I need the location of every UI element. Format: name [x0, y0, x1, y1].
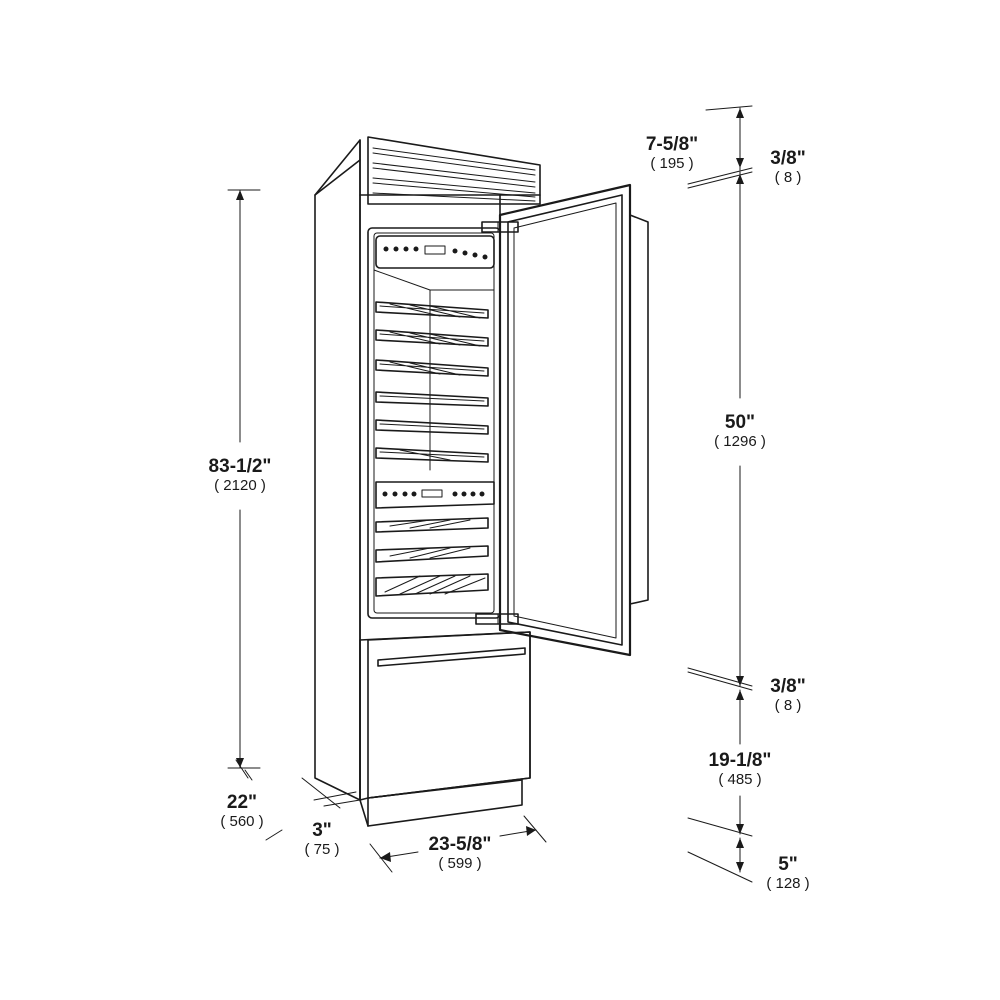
wine-compartment — [367, 227, 501, 619]
mid-gap-label: 3/8" ( 8 ) — [770, 676, 805, 715]
width-dimension — [369, 815, 547, 873]
door-height-metric: ( 1296 ) — [714, 433, 766, 450]
mid-gap-metric: ( 8 ) — [774, 697, 802, 714]
toe-kick — [359, 779, 523, 827]
toe-kick-depth-label: 3" ( 75 ) — [304, 820, 339, 859]
lower-wine-racks — [375, 517, 489, 597]
toe-kick-depth-imperial: 3" — [312, 820, 332, 841]
top-grille-label: 7-5/8" ( 195 ) — [646, 134, 698, 173]
depth-dimension — [235, 759, 283, 841]
toe-kick-depth-dimension — [301, 777, 361, 809]
overall-height-label: 83-1/2" ( 2120 ) — [209, 456, 272, 495]
top-hinge — [481, 221, 519, 233]
lower-control-panel — [375, 481, 495, 509]
width-label: 23-5/8" ( 599 ) — [429, 834, 492, 873]
overall-height-imperial: 83-1/2" — [208, 456, 272, 477]
top-gap-metric: ( 8 ) — [774, 169, 802, 186]
door-height-label: 50" ( 1296 ) — [714, 412, 766, 451]
overall-height-metric: ( 2120 ) — [214, 477, 266, 494]
top-gap-label: 3/8" ( 8 ) — [770, 148, 805, 187]
door-height-imperial: 50" — [724, 412, 756, 433]
overall-height-dimension — [227, 189, 261, 769]
right-height-chain — [687, 105, 753, 883]
mid-gap-imperial: 3/8" — [770, 676, 806, 697]
depth-metric: ( 560 ) — [220, 813, 264, 830]
upper-wine-racks — [375, 301, 489, 463]
width-metric: ( 599 ) — [438, 855, 482, 872]
toe-kick-height-label: 5" ( 128 ) — [766, 854, 809, 893]
cabinet-body — [314, 139, 541, 801]
drawer-height-imperial: 19-1/8" — [708, 750, 772, 771]
width-imperial: 23-5/8" — [428, 834, 492, 855]
drawer-height-metric: ( 485 ) — [718, 771, 762, 788]
top-grille — [367, 136, 541, 205]
open-glass-door — [498, 183, 649, 657]
depth-imperial: 22" — [226, 792, 258, 813]
depth-label: 22" ( 560 ) — [220, 792, 263, 831]
top-gap-imperial: 3/8" — [770, 148, 806, 169]
toe-kick-depth-metric: ( 75 ) — [304, 841, 340, 858]
toe-kick-height-imperial: 5" — [778, 854, 798, 875]
upper-control-panel — [375, 235, 495, 269]
bottom-hinge — [475, 613, 519, 625]
drawer-handle — [377, 647, 526, 667]
toe-kick-height-metric: ( 128 ) — [766, 875, 810, 892]
freezer-drawer — [359, 631, 531, 801]
drawer-height-label: 19-1/8" ( 485 ) — [709, 750, 772, 789]
top-grille-imperial: 7-5/8" — [645, 134, 699, 155]
top-grille-metric: ( 195 ) — [650, 155, 694, 172]
